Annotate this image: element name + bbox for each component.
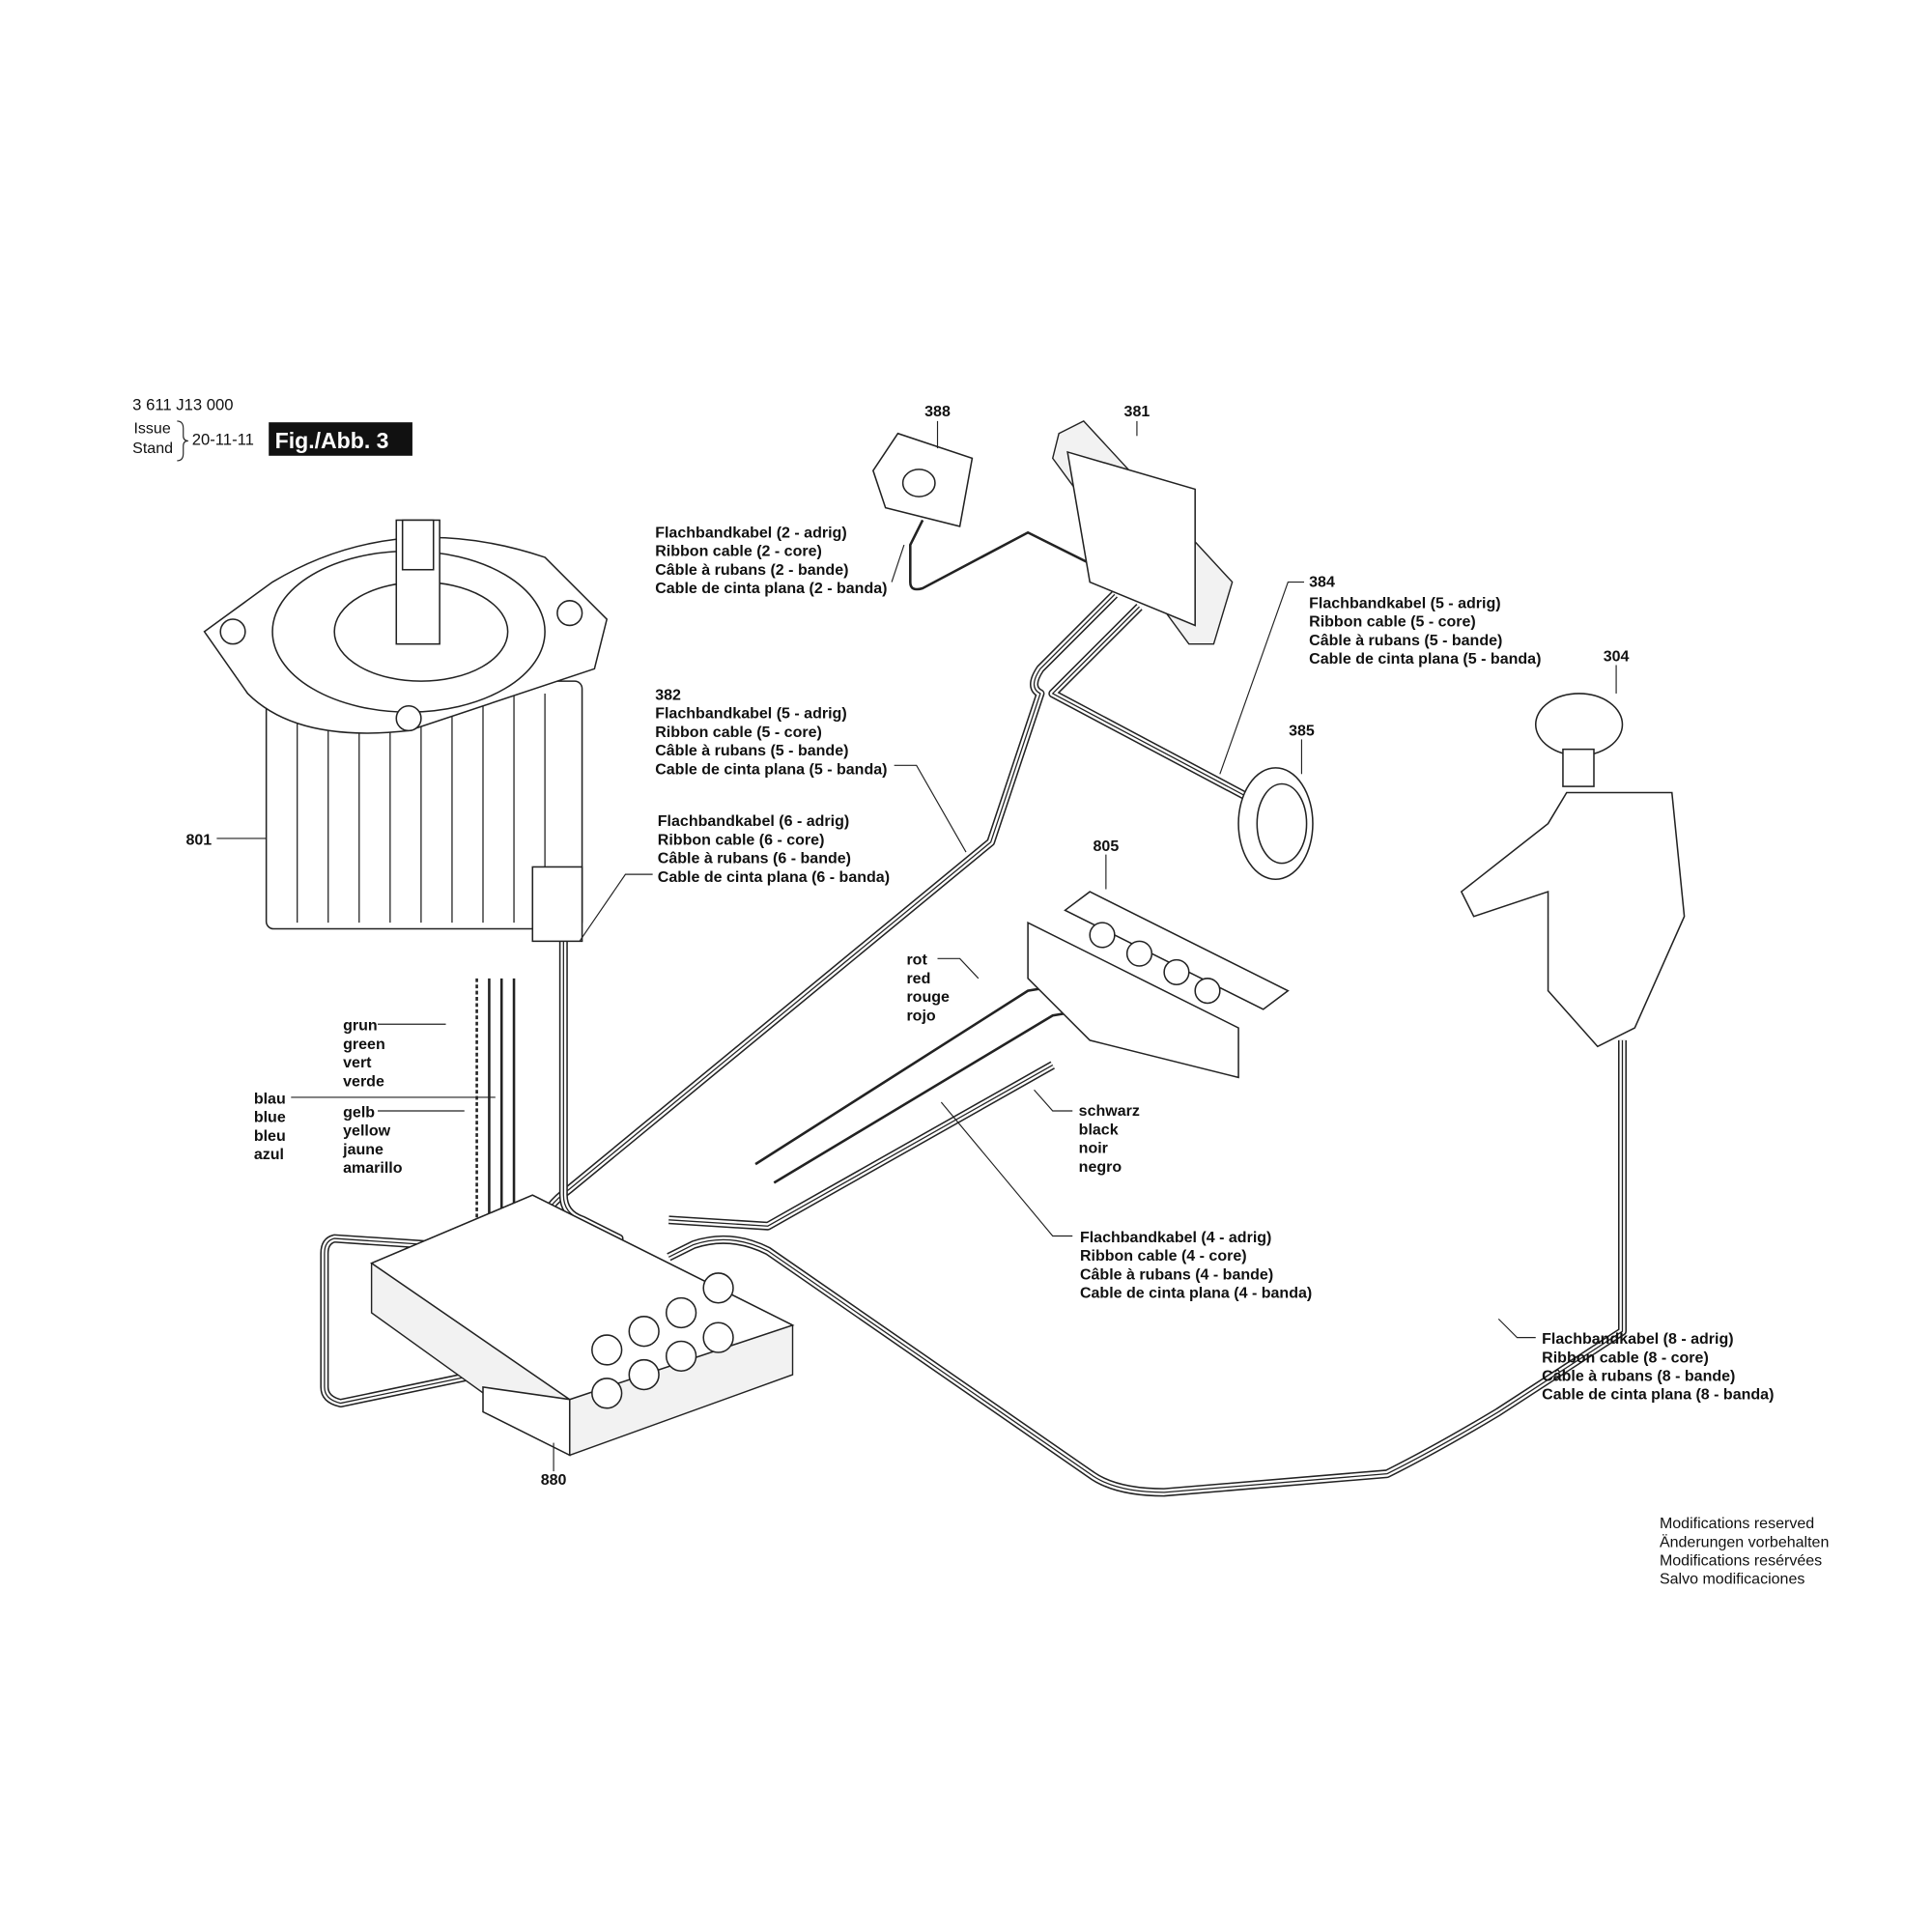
label-line: amarillo <box>343 1159 403 1177</box>
part-388-sensor <box>871 432 974 527</box>
label-line: Câble à rubans (5 - bande) <box>655 742 848 759</box>
label-line: Flachbandkabel (5 - adrig) <box>655 705 846 723</box>
ribbon-cable-4-core <box>668 1061 1055 1231</box>
modifications-note: Modifications reserved Änderungen vorbeh… <box>1660 1515 1829 1588</box>
ribbon-cable-8-core <box>667 1039 1627 1497</box>
label-line: blau <box>254 1090 286 1107</box>
label-line: negro <box>1079 1158 1122 1176</box>
label-line: Ribbon cable (6 - core) <box>658 831 825 848</box>
part-805-switch <box>1027 891 1290 1079</box>
label-line: Ribbon cable (5 - core) <box>1309 613 1476 631</box>
label-line: jaune <box>342 1141 384 1158</box>
label-line: Cable de cinta plana (6 - banda) <box>658 868 890 886</box>
part-number-384: 384 <box>1309 574 1335 591</box>
figure-label: Fig./Abb. 3 <box>275 428 389 453</box>
label-line: blue <box>254 1109 286 1126</box>
ribbon-cable-5-core-384 <box>1048 604 1253 803</box>
stand-label: Stand <box>132 440 173 457</box>
label-line: Flachbandkabel (5 - adrig) <box>1309 594 1500 611</box>
label-line: rojo <box>906 1007 935 1024</box>
label-line: Ribbon cable (8 - core) <box>1542 1349 1709 1366</box>
label-line: Câble à rubans (5 - bande) <box>1309 632 1502 649</box>
label-wire-yellow: gelb yellow jaune amarillo <box>342 1103 403 1177</box>
label-wire-black: schwarz black noir negro <box>1079 1102 1140 1176</box>
label-line: gelb <box>343 1103 375 1121</box>
leader-lines <box>216 420 1617 1472</box>
issue-date: 20-11-11 <box>192 430 254 448</box>
label-line: Flachbandkabel (6 - adrig) <box>658 812 849 830</box>
label-line: grun <box>343 1017 378 1035</box>
part-number-801: 801 <box>185 831 212 848</box>
label-cable-6-core: Flachbandkabel (6 - adrig) Ribbon cable … <box>658 812 890 886</box>
label-line: Cable de cinta plana (4 - banda) <box>1080 1285 1312 1302</box>
label-line: vert <box>343 1054 372 1071</box>
part-304-handle <box>1460 693 1686 1048</box>
label-line: Ribbon cable (4 - core) <box>1080 1247 1247 1264</box>
part-number-388: 388 <box>924 403 951 420</box>
header: 3 611 J13 000 Issue Stand 20-11-11 Fig./… <box>132 395 412 462</box>
part-880-control-board <box>370 1194 795 1457</box>
label-line: yellow <box>343 1122 390 1140</box>
label-line: Flachbandkabel (2 - adrig) <box>655 524 846 541</box>
label-line: azul <box>254 1146 284 1163</box>
document-number: 3 611 J13 000 <box>132 395 233 413</box>
label-cable-384: Flachbandkabel (5 - adrig) Ribbon cable … <box>1309 594 1541 668</box>
figure-badge <box>269 422 412 456</box>
part-number-382: 382 <box>655 686 681 703</box>
label-line: Cable de cinta plana (8 - banda) <box>1542 1386 1774 1404</box>
label-wire-red: rot red rouge rojo <box>906 952 950 1025</box>
brace <box>177 420 188 462</box>
part-number-880: 880 <box>541 1471 567 1489</box>
part-385-sensor-ring <box>1237 767 1314 881</box>
part-number-381: 381 <box>1124 403 1151 420</box>
footer-line: Modifications resérvées <box>1660 1552 1822 1570</box>
part-381-display <box>1051 420 1234 645</box>
label-line: red <box>906 970 930 987</box>
label-line: Cable de cinta plana (2 - banda) <box>655 580 887 597</box>
footer-line: Modifications reserved <box>1660 1515 1814 1532</box>
label-line: schwarz <box>1079 1102 1140 1120</box>
label-line: Flachbandkabel (8 - adrig) <box>1542 1330 1733 1348</box>
label-line: verde <box>343 1072 384 1090</box>
label-line: Câble à rubans (2 - bande) <box>655 561 848 579</box>
label-line: noir <box>1079 1140 1108 1157</box>
label-line: Cable de cinta plana (5 - banda) <box>655 760 887 778</box>
label-line: black <box>1079 1121 1119 1138</box>
part-numbers: 388 381 384 304 385 382 801 805 880 <box>185 403 1629 1489</box>
issue-label: Issue <box>133 420 170 438</box>
label-wire-green: grun green vert verde <box>343 1017 385 1091</box>
label-line: Câble à rubans (6 - bande) <box>658 850 851 867</box>
part-number-304: 304 <box>1604 648 1630 666</box>
ribbon-cable-2-core <box>909 519 1128 591</box>
label-line: Câble à rubans (8 - bande) <box>1542 1367 1735 1384</box>
label-cable-4-core: Flachbandkabel (4 - adrig) Ribbon cable … <box>1080 1229 1312 1302</box>
part-number-385: 385 <box>1289 723 1315 740</box>
part-number-805: 805 <box>1094 838 1120 855</box>
label-line: Cable de cinta plana (5 - banda) <box>1309 650 1541 668</box>
label-line: Câble à rubans (4 - bande) <box>1080 1265 1273 1283</box>
label-cable-2-core: Flachbandkabel (2 - adrig) Ribbon cable … <box>655 524 887 597</box>
label-cable-382: Flachbandkabel (5 - adrig) Ribbon cable … <box>655 705 887 779</box>
label-line: Ribbon cable (2 - core) <box>655 543 822 560</box>
label-line: rouge <box>906 988 950 1006</box>
label-cable-8-core: Flachbandkabel (8 - adrig) Ribbon cable … <box>1542 1330 1774 1404</box>
label-line: bleu <box>254 1127 286 1145</box>
footer-line: Salvo modificaciones <box>1660 1571 1804 1588</box>
label-wire-blue: blau blue bleu azul <box>254 1090 286 1163</box>
label-line: green <box>343 1036 385 1053</box>
part-801-motor <box>203 519 609 943</box>
label-line: rot <box>906 952 927 969</box>
label-line: Ribbon cable (5 - core) <box>655 724 822 741</box>
footer-line: Änderungen vorbehalten <box>1660 1533 1829 1550</box>
label-line: Flachbandkabel (4 - adrig) <box>1080 1229 1271 1246</box>
